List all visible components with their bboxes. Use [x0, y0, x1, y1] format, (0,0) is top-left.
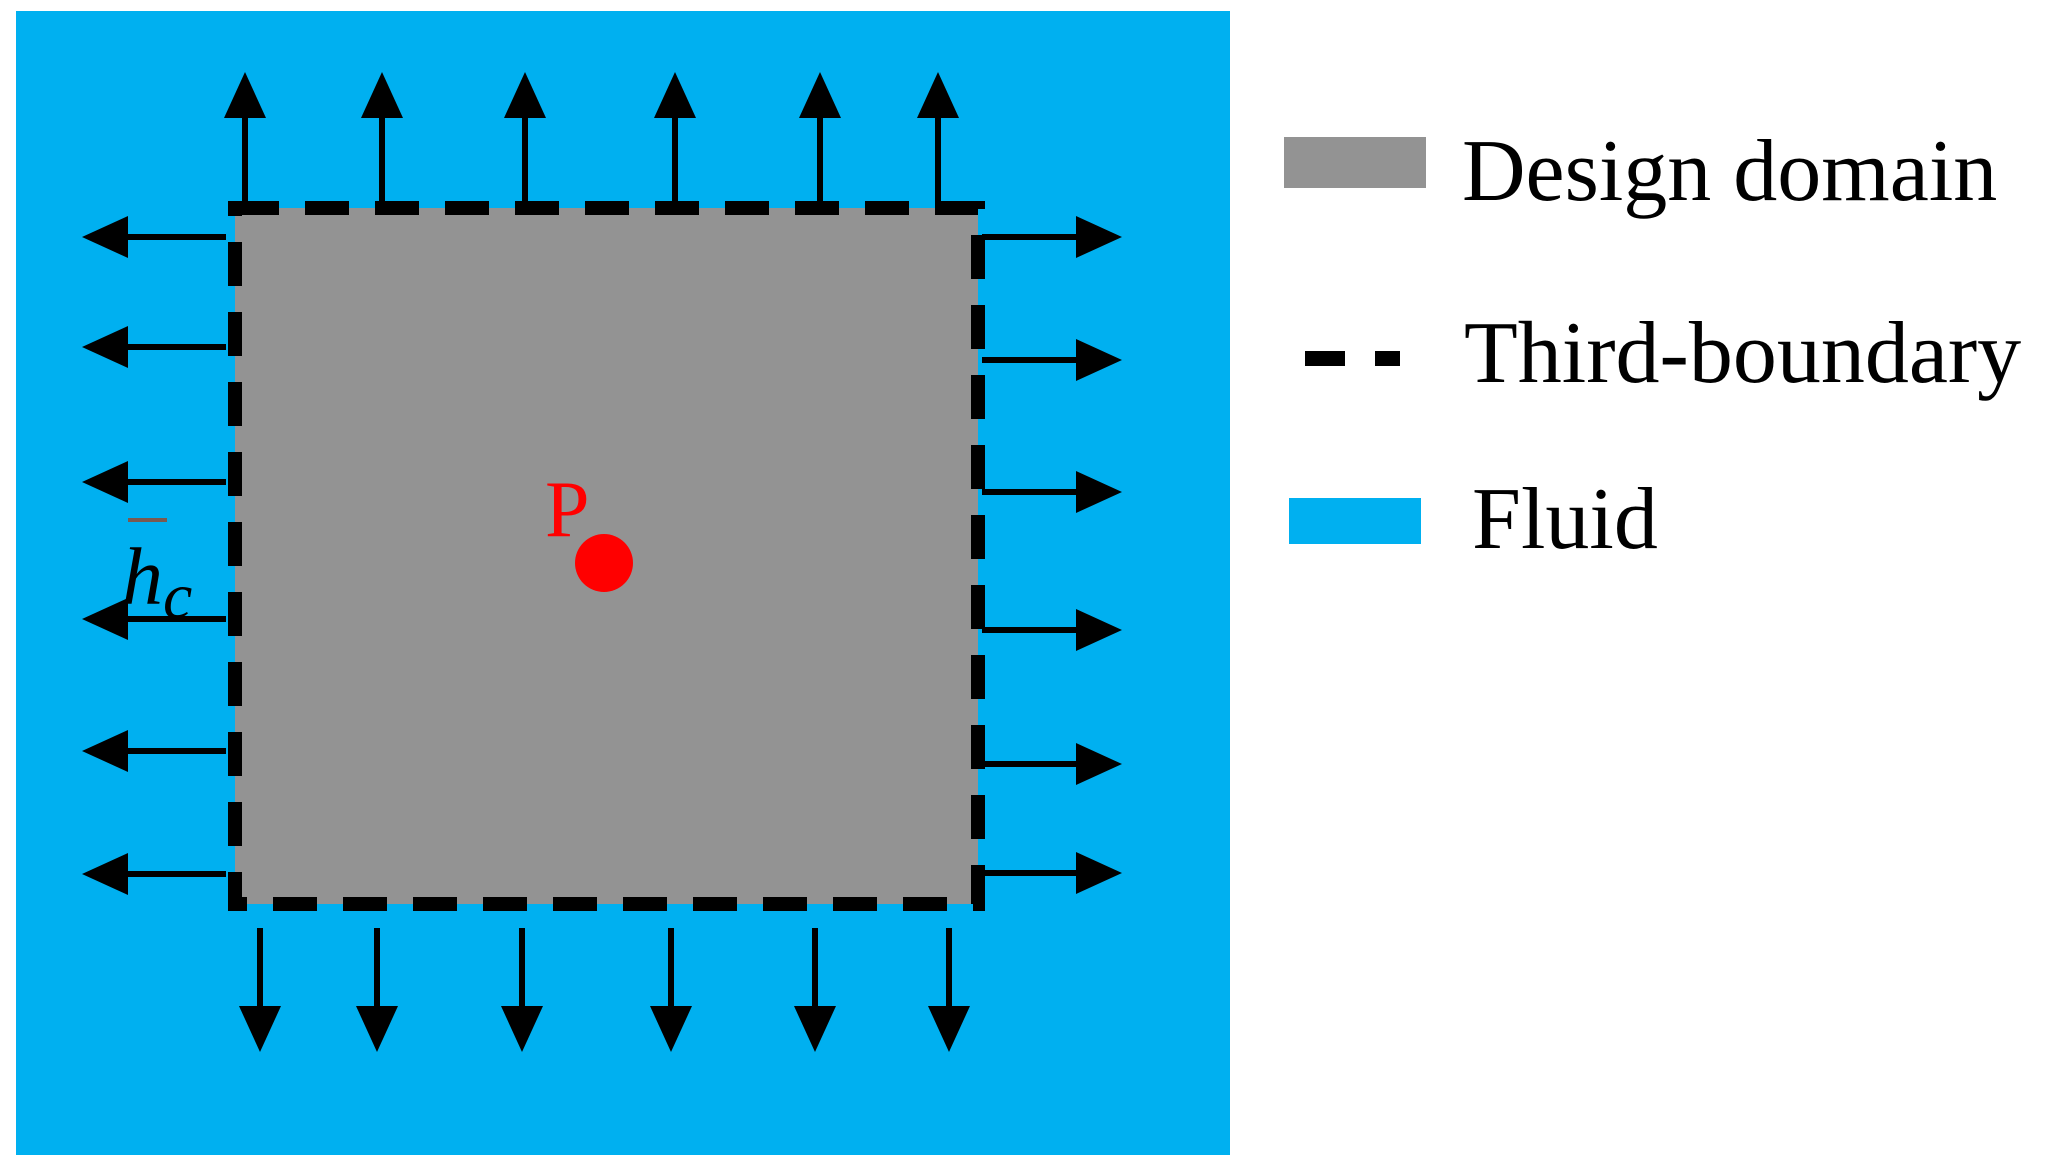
legend-swatch-dash-2: [1375, 351, 1400, 366]
arrow-head-icon: [1076, 339, 1122, 381]
arrow-down: [928, 928, 970, 1052]
arrow-left: [82, 216, 226, 258]
point-marker: [575, 534, 633, 592]
heat-flux-arrows: [82, 72, 1122, 1052]
arrow-right: [982, 743, 1122, 785]
boundary-coefficient-label: hc: [122, 518, 192, 633]
arrow-left: [82, 853, 226, 895]
legend: Design domain Third-boundary Fluid: [1284, 123, 2021, 568]
h-symbol: h: [122, 531, 163, 622]
arrow-head-icon: [928, 1006, 970, 1052]
arrow-head-icon: [82, 461, 128, 503]
arrow-head-icon: [82, 853, 128, 895]
third-boundary: [228, 201, 985, 911]
arrow-head-icon: [82, 326, 128, 368]
arrow-left: [82, 598, 226, 640]
arrow-head-icon: [224, 72, 266, 118]
arrow-head-icon: [82, 730, 128, 772]
arrow-left: [82, 326, 226, 368]
legend-swatch-dash-1: [1305, 351, 1345, 366]
arrow-up: [504, 72, 546, 206]
arrow-right: [982, 609, 1122, 651]
arrow-head-icon: [1076, 609, 1122, 651]
arrow-up: [361, 72, 403, 206]
arrow-head-icon: [1076, 852, 1122, 894]
arrow-down: [239, 928, 281, 1052]
arrow-right: [982, 339, 1122, 381]
legend-label-third-boundary: Third-boundary: [1464, 305, 2021, 402]
arrow-head-icon: [501, 1006, 543, 1052]
arrow-head-icon: [504, 72, 546, 118]
arrow-down: [356, 928, 398, 1052]
arrow-down: [501, 928, 543, 1052]
legend-label-fluid: Fluid: [1472, 471, 1658, 568]
arrow-head-icon: [82, 598, 128, 640]
arrow-up: [654, 72, 696, 206]
c-subscript: c: [163, 560, 192, 633]
arrow-up: [224, 72, 266, 206]
arrow-head-icon: [794, 1006, 836, 1052]
arrow-head-icon: [361, 72, 403, 118]
arrow-head-icon: [650, 1006, 692, 1052]
arrow-down: [794, 928, 836, 1052]
arrow-head-icon: [356, 1006, 398, 1052]
arrow-down: [650, 928, 692, 1052]
arrow-up: [799, 72, 841, 206]
arrow-up: [917, 72, 959, 206]
arrow-head-icon: [799, 72, 841, 118]
legend-swatch-design-domain: [1284, 137, 1426, 188]
legend-swatch-fluid: [1289, 498, 1421, 544]
arrow-head-icon: [917, 72, 959, 118]
arrow-head-icon: [1076, 471, 1122, 513]
arrow-left: [82, 461, 226, 503]
arrow-head-icon: [654, 72, 696, 118]
arrow-left: [82, 730, 226, 772]
arrow-right: [982, 852, 1122, 894]
svg-text:hc: hc: [122, 531, 192, 633]
legend-label-design-domain: Design domain: [1462, 123, 1997, 220]
arrow-head-icon: [1076, 743, 1122, 785]
arrow-head-icon: [1076, 216, 1122, 258]
arrow-head-icon: [239, 1006, 281, 1052]
arrow-right: [982, 471, 1122, 513]
point-label: P: [545, 466, 590, 554]
arrow-head-icon: [82, 216, 128, 258]
arrow-right: [982, 216, 1122, 258]
